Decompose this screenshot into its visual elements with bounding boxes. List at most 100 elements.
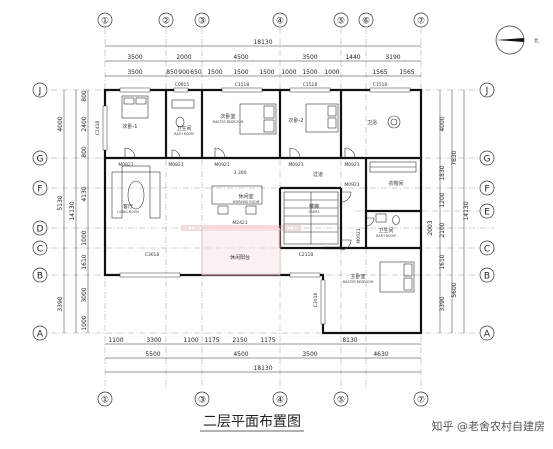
compass-label: 北 xyxy=(534,37,539,44)
axis-top-2: ② xyxy=(162,17,170,27)
sofa-icon xyxy=(111,165,161,219)
label-level: 3.300 xyxy=(234,170,247,176)
room-living-sub: LIVING ROOM xyxy=(117,210,139,214)
dim-top2-3: 650 xyxy=(190,69,202,76)
label-c2418: C2418 xyxy=(95,121,101,136)
dim-left1-5: 1610 xyxy=(81,254,88,269)
dim-right1-2: 1200 xyxy=(439,192,446,207)
axis-right-b: B xyxy=(484,272,490,282)
bed-icon xyxy=(305,103,339,133)
windows xyxy=(102,87,411,325)
dim-top2-9: 1000 xyxy=(324,69,339,76)
axis-bubbles-right: J G F E C B A xyxy=(479,82,495,341)
axis-bottom-4: ④ xyxy=(276,396,284,406)
dim-top2-11: 1565 xyxy=(399,69,414,76)
dim-left1-2: 800 xyxy=(81,146,88,158)
compass-icon: 北 xyxy=(495,25,539,55)
dim-bot1-0: 1100 xyxy=(108,337,123,344)
dim-top2-10: 1565 xyxy=(372,69,387,76)
wardrobe-icon xyxy=(369,161,417,173)
dim-left2-0: 4000 xyxy=(57,116,64,131)
room-master2-sub: MASTER BEDROOM xyxy=(343,280,374,284)
axis-bubbles-left: J G F D C B A xyxy=(32,82,48,341)
watermark: 知乎 @老舍农村自建房 xyxy=(432,419,546,433)
door-arc xyxy=(171,149,181,159)
axis-bottom-5: ⑤ xyxy=(337,396,345,406)
dim-bot2-2: 3500 xyxy=(302,351,317,358)
dim-bot1-2: 1100 xyxy=(183,337,198,344)
door-arc xyxy=(289,147,301,159)
axis-bottom-1: ① xyxy=(101,396,109,406)
dim-left1-3: 4130 xyxy=(81,186,88,201)
dim-top1-5: 3190 xyxy=(385,54,400,61)
room-bath3: 卫生间 xyxy=(378,227,393,234)
room-master1-sub: MASTER BEDROOM xyxy=(213,120,244,124)
room-storage: 衣帽间 xyxy=(388,180,403,187)
room-bath1: 卫生间 xyxy=(176,125,191,132)
axis-top-1: ① xyxy=(101,17,109,27)
desk-icon xyxy=(211,185,263,215)
axis-left-b: B xyxy=(37,272,43,282)
label-c2118: C2118 xyxy=(299,252,314,258)
toilet-icon xyxy=(171,99,195,128)
axis-bubbles-top: ① ② ③ ④ ⑤ ⑥ ⑦ xyxy=(97,12,429,28)
toilet-icon xyxy=(375,213,400,225)
dim-left1-6: 3000 xyxy=(81,287,88,302)
dim-bot1-1: 3300 xyxy=(146,337,161,344)
dim-top2-5: 1500 xyxy=(233,69,248,76)
dim-top1-3: 3500 xyxy=(302,54,317,61)
axis-left-d: D xyxy=(37,225,44,235)
label-c1518c: C1518 xyxy=(373,82,388,88)
dim-right-total: 14130 xyxy=(463,201,470,220)
label-m0821a: M0821 xyxy=(118,162,133,168)
axis-left-j: J xyxy=(38,87,42,97)
axis-right-c: C xyxy=(484,245,490,255)
axis-right-j: J xyxy=(485,87,489,97)
dim-right2-1: 5600 xyxy=(451,282,458,297)
dim-bot2-3: 4630 xyxy=(373,351,388,358)
outer-wall xyxy=(103,88,423,335)
axis-right-f: F xyxy=(484,185,489,195)
dim-top1-4: 1440 xyxy=(345,54,360,61)
room-lounge: 休闲室 xyxy=(238,193,253,200)
dim-top1-0: 3500 xyxy=(127,54,142,61)
dim-right1-1: 1830 xyxy=(439,165,446,180)
axis-right-a: A xyxy=(484,330,491,340)
dim-bot1-6: 8130 xyxy=(342,337,357,344)
door-arc xyxy=(340,191,352,203)
label-c1518b: C1518 xyxy=(303,82,318,88)
axis-bottom-7: ⑦ xyxy=(417,396,425,406)
dim-left-total: 14130 xyxy=(69,201,76,220)
label-c3618: C3618 xyxy=(145,252,160,258)
dim-right1-0: 4000 xyxy=(439,116,446,131)
room-master2: 主卧室 xyxy=(350,273,365,280)
dim-right-small: 2003 xyxy=(427,220,434,235)
bed-icon xyxy=(379,261,415,293)
dim-top2-0: 3500 xyxy=(127,69,142,76)
dim-left1-8: 1000 xyxy=(81,315,88,330)
door-arc xyxy=(214,147,226,159)
axis-top-4: ④ xyxy=(276,17,284,27)
axis-bubbles-bottom: ① ③ ④ ⑤ ⑦ xyxy=(97,391,429,407)
axis-left-c: C xyxy=(37,245,43,255)
axis-top-6: ⑥ xyxy=(362,17,370,27)
room-lounge-sub: WORKING ROOM xyxy=(233,200,260,204)
axis-bottom-3: ③ xyxy=(198,396,206,406)
room-master1: 次卧室 xyxy=(220,113,235,120)
label-m0921b: M0921 xyxy=(288,162,303,168)
door-arc xyxy=(365,217,375,227)
door-arc xyxy=(124,147,136,159)
axis-right-e: E xyxy=(484,208,490,218)
dim-right2-0: 7830 xyxy=(451,150,458,165)
dim-top2-2: 900 xyxy=(178,69,190,76)
dim-left1-4: 1000 xyxy=(81,230,88,245)
room-living: 客厅 xyxy=(123,203,133,210)
dim-bot1-3: 1175 xyxy=(204,337,219,344)
room-bath3-sub: BATH ROOM xyxy=(376,234,396,238)
label-c1518a: C1518 xyxy=(235,82,250,88)
label-m0921d: M0921 xyxy=(344,182,359,188)
axis-top-7: ⑦ xyxy=(417,17,425,27)
dim-top2-8: 1500 xyxy=(302,69,317,76)
bed-icon xyxy=(239,103,277,135)
